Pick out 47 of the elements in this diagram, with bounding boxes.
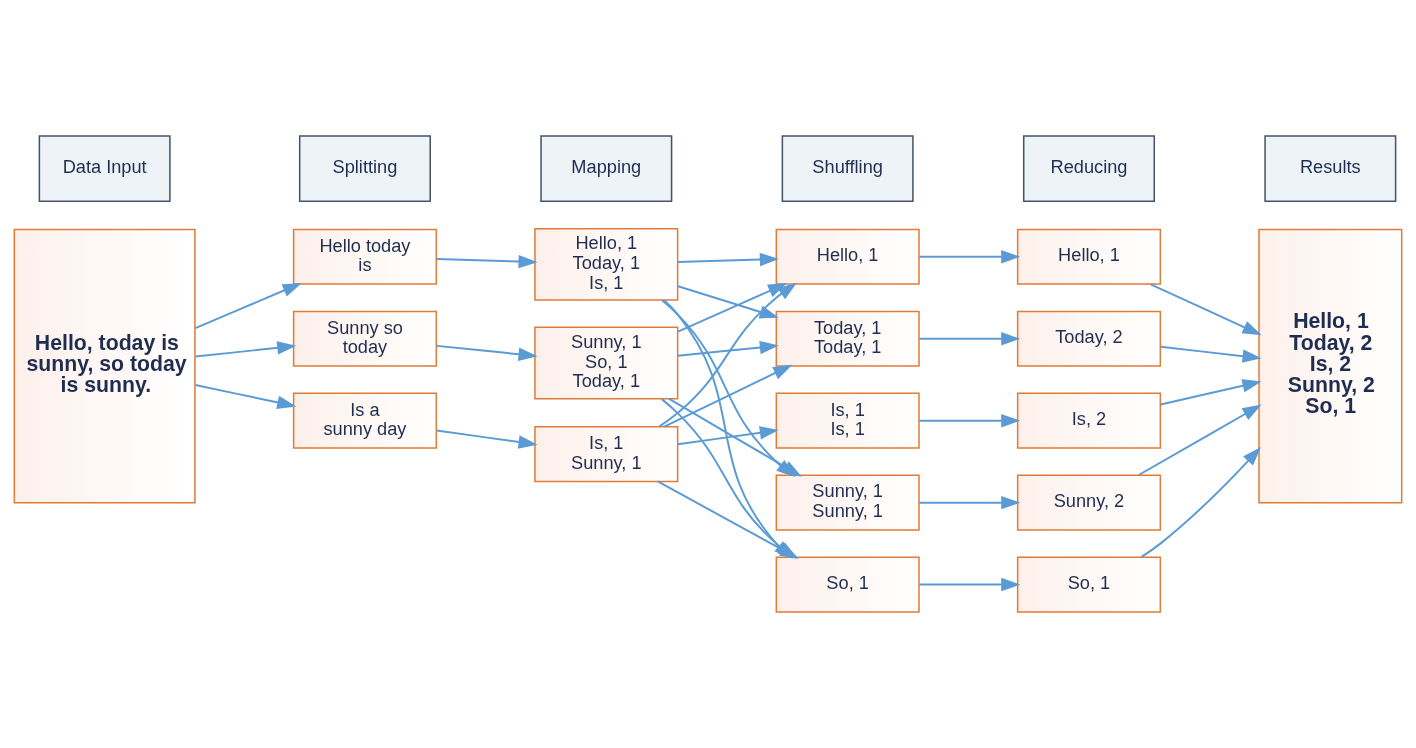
arrow xyxy=(1159,345,1262,363)
arrow xyxy=(1159,379,1262,406)
node-box: Today, 1 Today, 1 xyxy=(775,310,920,367)
node-box: Sunny, 2 xyxy=(1016,474,1162,531)
arrow xyxy=(918,577,1021,592)
node-box: Is, 1 Is, 1 xyxy=(775,392,920,449)
arrow xyxy=(918,332,1021,346)
node-box: Results xyxy=(1264,135,1397,203)
node-box: Hello, 1 xyxy=(775,228,920,285)
arrow xyxy=(677,340,779,357)
arrow xyxy=(677,426,779,446)
node-box: Today, 2 xyxy=(1016,310,1162,367)
node-box: Sunny so today xyxy=(292,310,438,367)
node-box: So, 1 xyxy=(775,556,920,613)
node-box: Splitting xyxy=(298,135,431,203)
arrow xyxy=(918,413,1021,428)
node-box: Hello, 1 xyxy=(1016,228,1162,285)
arrow xyxy=(435,344,538,361)
node-box: Reducing xyxy=(1022,135,1155,203)
node-box: Data Input xyxy=(38,135,171,203)
node-box: Sunny, 1 So, 1 Today, 1 xyxy=(534,326,679,400)
arrow xyxy=(677,283,788,333)
arrow xyxy=(435,429,538,449)
arrow xyxy=(194,384,297,409)
arrow xyxy=(918,250,1021,264)
arrow xyxy=(677,252,779,267)
node-box: Hello, 1 Today, 1 Is, 1 xyxy=(534,227,679,301)
node-box: Hello, 1 Today, 2 Is, 2 Sunny, 2 So, 1 xyxy=(1258,228,1403,504)
node-box: Mapping xyxy=(540,135,673,203)
arrow xyxy=(1149,283,1262,336)
node-box: Sunny, 1 Sunny, 1 xyxy=(775,474,920,531)
arrow xyxy=(918,495,1021,510)
node-box: Hello, today is sunny, so today is sunny. xyxy=(13,228,196,504)
node-box: Is a sunny day xyxy=(292,392,438,449)
node-box: Is, 2 xyxy=(1016,392,1162,449)
arrow xyxy=(194,282,302,330)
node-box: Hello today is xyxy=(292,228,438,285)
node-box: So, 1 xyxy=(1016,556,1162,613)
arrow xyxy=(1137,404,1262,476)
arrow xyxy=(663,364,793,428)
arrow xyxy=(677,285,779,319)
arrow xyxy=(1140,446,1261,559)
arrow xyxy=(435,254,538,269)
node-box: Shuffling xyxy=(781,135,914,203)
arrow xyxy=(194,341,297,358)
node-box: Is, 1 Sunny, 1 xyxy=(534,426,679,483)
arrow xyxy=(658,282,797,428)
